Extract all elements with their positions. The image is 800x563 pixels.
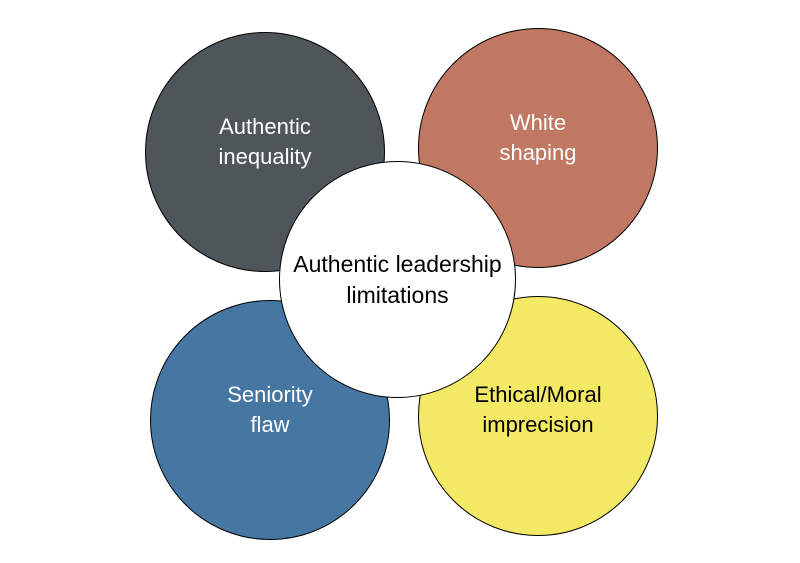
node-label: Ethical/Moral imprecision xyxy=(474,382,602,437)
node-label: White shaping xyxy=(499,110,577,165)
center-node-authentic-leadership-limitations: Authentic leadership limitations xyxy=(279,161,516,398)
node-authentic-inequality: Authentic inequality xyxy=(145,32,385,272)
node-label: Seniority flaw xyxy=(227,382,313,437)
center-label: Authentic leadership limitations xyxy=(293,250,502,308)
node-label: Authentic inequality xyxy=(218,114,312,169)
